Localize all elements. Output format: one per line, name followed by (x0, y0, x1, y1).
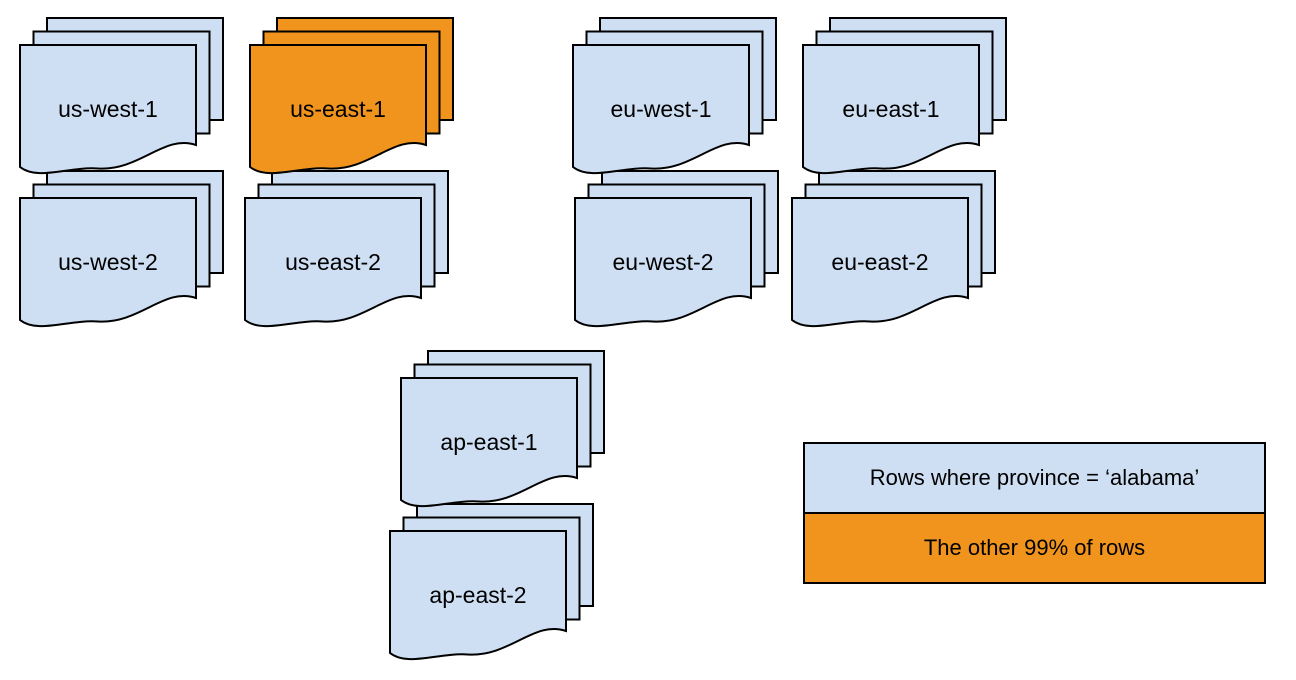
document-stack-icon (388, 502, 600, 672)
document-stack-icon (801, 16, 1013, 186)
stack-eu-west-2: eu-west-2 (573, 169, 785, 339)
stack-ap-east-2: ap-east-2 (388, 502, 600, 672)
document-stack-icon (18, 16, 230, 186)
stack-us-east-2: us-east-2 (243, 169, 455, 339)
legend-item-label: Rows where province = ‘alabama’ (869, 465, 1200, 490)
stack-ap-east-1: ap-east-1 (399, 349, 611, 519)
legend-item-alabama-rows: Rows where province = ‘alabama’ (805, 444, 1264, 512)
document-stack-icon (571, 16, 783, 186)
document-stack-icon (243, 169, 455, 339)
legend: Rows where province = ‘alabama’ The othe… (803, 442, 1266, 584)
document-stack-icon (248, 16, 460, 186)
stack-eu-east-2: eu-east-2 (790, 169, 1002, 339)
stack-us-west-2: us-west-2 (18, 169, 230, 339)
legend-item-label: The other 99% of rows (923, 535, 1146, 560)
stack-eu-east-1: eu-east-1 (801, 16, 1013, 186)
document-stack-icon (573, 169, 785, 339)
stack-us-east-1: us-east-1 (248, 16, 460, 186)
legend-item-other-rows: The other 99% of rows (805, 512, 1264, 582)
stack-us-west-1: us-west-1 (18, 16, 230, 186)
document-stack-icon (399, 349, 611, 519)
document-stack-icon (18, 169, 230, 339)
stack-eu-west-1: eu-west-1 (571, 16, 783, 186)
document-stack-icon (790, 169, 1002, 339)
